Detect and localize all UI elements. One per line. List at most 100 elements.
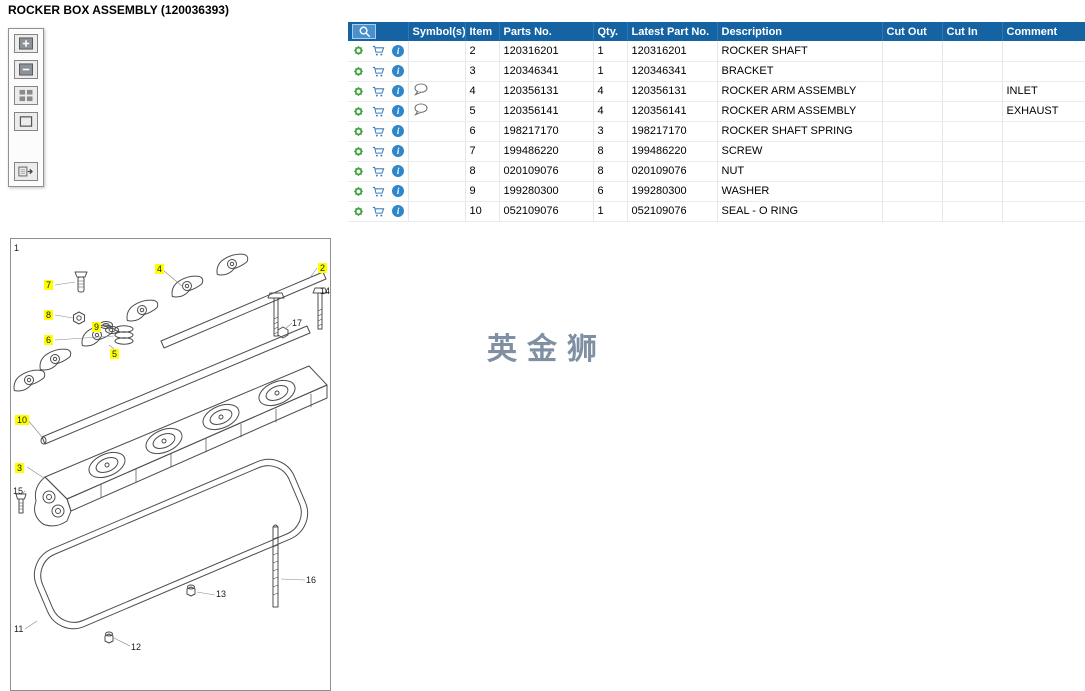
diagram-callout-3[interactable]: 3 bbox=[15, 463, 25, 473]
settings-icon[interactable] bbox=[352, 205, 365, 218]
settings-icon[interactable] bbox=[352, 85, 365, 98]
diagram-callout-13: 13 bbox=[216, 589, 227, 599]
column-header-actions bbox=[348, 22, 409, 41]
parts-no-cell: 120356131 bbox=[499, 81, 594, 102]
add-to-cart-icon[interactable] bbox=[372, 125, 385, 138]
row-actions-cell: i bbox=[348, 201, 409, 222]
add-to-cart-icon[interactable] bbox=[372, 185, 385, 198]
add-to-cart-icon[interactable] bbox=[372, 85, 385, 98]
table-row[interactable]: i 5 120356141 4 120356141 ROCKER ARM ASS… bbox=[348, 101, 1085, 122]
info-icon[interactable]: i bbox=[392, 165, 405, 177]
column-header-cut-in[interactable]: Cut In bbox=[942, 22, 1003, 41]
column-header-cut-out[interactable]: Cut Out bbox=[882, 22, 943, 41]
column-header-item[interactable]: Item bbox=[465, 22, 500, 41]
cut-in-cell bbox=[942, 121, 1003, 142]
description-cell: BRACKET bbox=[717, 61, 883, 82]
zoom-out-button[interactable] bbox=[14, 60, 38, 79]
row-actions-cell: i bbox=[348, 41, 409, 62]
info-icon[interactable]: i bbox=[392, 145, 405, 157]
table-row[interactable]: i 10 052109076 1 052109076 SEAL - O RING bbox=[348, 201, 1085, 222]
column-header-description[interactable]: Description bbox=[717, 22, 883, 41]
diagram-callout-4[interactable]: 4 bbox=[155, 264, 165, 274]
diagram-callout-9[interactable]: 9 bbox=[92, 322, 102, 332]
export-icon bbox=[18, 166, 33, 177]
rect-select-icon bbox=[19, 116, 33, 127]
info-icon[interactable]: i bbox=[392, 125, 405, 137]
description-cell: ROCKER SHAFT bbox=[717, 41, 883, 62]
comment-cell bbox=[1002, 201, 1085, 222]
diagram-callout-2[interactable]: 2 bbox=[318, 263, 328, 273]
diagram-callout-16: 16 bbox=[306, 575, 317, 585]
settings-icon[interactable] bbox=[352, 44, 365, 57]
note-balloon-icon[interactable] bbox=[413, 103, 429, 116]
info-icon[interactable]: i bbox=[392, 44, 405, 57]
diagram-callout-6[interactable]: 6 bbox=[44, 335, 54, 345]
cut-out-cell bbox=[882, 41, 943, 62]
zoom-in-button[interactable] bbox=[14, 34, 38, 53]
column-header-symbols[interactable]: Symbol(s) bbox=[408, 22, 466, 41]
row-actions-cell: i bbox=[348, 161, 409, 182]
export-button[interactable] bbox=[14, 162, 38, 181]
comment-cell bbox=[1002, 61, 1085, 82]
item-cell: 7 bbox=[465, 141, 500, 162]
magnifier-icon bbox=[359, 26, 370, 38]
comment-cell bbox=[1002, 41, 1085, 62]
add-to-cart-icon[interactable] bbox=[372, 44, 385, 57]
symbol-cell bbox=[408, 41, 466, 62]
rect-select-button[interactable] bbox=[14, 112, 38, 131]
item-cell: 2 bbox=[465, 41, 500, 62]
cut-out-cell bbox=[882, 121, 943, 142]
settings-icon[interactable] bbox=[352, 165, 365, 178]
latest-part-no-cell: 199280300 bbox=[627, 181, 718, 202]
cut-in-cell bbox=[942, 61, 1003, 82]
qty-cell: 1 bbox=[593, 41, 628, 62]
settings-icon[interactable] bbox=[352, 145, 365, 158]
tile-view-button[interactable] bbox=[14, 86, 38, 105]
table-row[interactable]: i 8 020109076 8 020109076 NUT bbox=[348, 161, 1085, 182]
latest-part-no-cell: 120346341 bbox=[627, 61, 718, 82]
parts-no-cell: 198217170 bbox=[499, 121, 594, 142]
diagram-callout-10[interactable]: 10 bbox=[15, 415, 30, 425]
item-cell: 9 bbox=[465, 181, 500, 202]
description-cell: WASHER bbox=[717, 181, 883, 202]
table-row[interactable]: i 2 120316201 1 120316201 ROCKER SHAFT bbox=[348, 41, 1085, 62]
description-cell: NUT bbox=[717, 161, 883, 182]
table-row[interactable]: i 7 199486220 8 199486220 SCREW bbox=[348, 141, 1085, 162]
add-to-cart-icon[interactable] bbox=[372, 145, 385, 158]
table-row[interactable]: i 3 120346341 1 120346341 BRACKET bbox=[348, 61, 1085, 82]
info-icon[interactable]: i bbox=[392, 105, 405, 117]
column-header-latest-part-no[interactable]: Latest Part No. bbox=[627, 22, 718, 41]
symbol-cell bbox=[408, 141, 466, 162]
add-to-cart-icon[interactable] bbox=[372, 65, 385, 78]
add-to-cart-icon[interactable] bbox=[372, 205, 385, 218]
add-to-cart-icon[interactable] bbox=[372, 165, 385, 178]
parts-table: Symbol(s) Item Parts No. Qty. Latest Par… bbox=[348, 22, 1085, 222]
parts-no-cell: 052109076 bbox=[499, 201, 594, 222]
diagram-callout-7[interactable]: 7 bbox=[44, 280, 54, 290]
settings-icon[interactable] bbox=[352, 125, 365, 138]
column-header-qty[interactable]: Qty. bbox=[593, 22, 628, 41]
note-balloon-icon[interactable] bbox=[413, 83, 429, 96]
table-row[interactable]: i 4 120356131 4 120356131 ROCKER ARM ASS… bbox=[348, 81, 1085, 102]
settings-icon[interactable] bbox=[352, 105, 365, 118]
comment-cell: INLET bbox=[1002, 81, 1085, 102]
column-header-comment[interactable]: Comment bbox=[1002, 22, 1085, 41]
settings-icon[interactable] bbox=[352, 185, 365, 198]
column-chooser-button[interactable] bbox=[352, 24, 376, 39]
diagram-callout-5[interactable]: 5 bbox=[110, 349, 120, 359]
settings-icon[interactable] bbox=[352, 65, 365, 78]
info-icon[interactable]: i bbox=[392, 65, 405, 77]
column-header-parts-no[interactable]: Parts No. bbox=[499, 22, 594, 41]
table-row[interactable]: i 6 198217170 3 198217170 ROCKER SHAFT S… bbox=[348, 121, 1085, 142]
info-icon[interactable]: i bbox=[392, 185, 405, 197]
description-cell: SEAL - O RING bbox=[717, 201, 883, 222]
table-row[interactable]: i 9 199280300 6 199280300 WASHER bbox=[348, 181, 1085, 202]
info-icon[interactable]: i bbox=[392, 85, 405, 97]
diagram-callout-8[interactable]: 8 bbox=[44, 310, 54, 320]
add-to-cart-icon[interactable] bbox=[372, 105, 385, 118]
info-icon[interactable]: i bbox=[392, 205, 405, 217]
parts-no-cell: 199280300 bbox=[499, 181, 594, 202]
diagram-callout-11: 11 bbox=[14, 624, 24, 634]
symbol-cell bbox=[408, 61, 466, 82]
